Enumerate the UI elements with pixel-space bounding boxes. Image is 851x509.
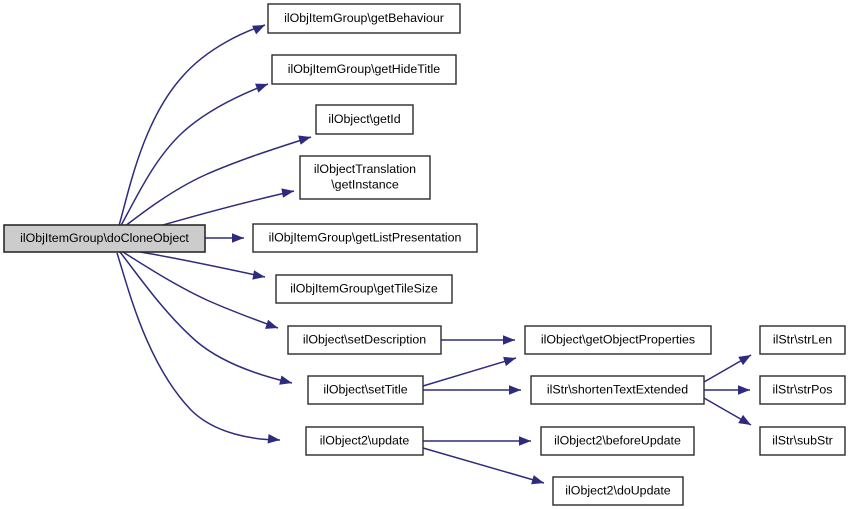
node-doUpdate[interactable]: ilObject2\doUpdate: [552, 476, 684, 506]
node-strPos[interactable]: ilStr\strPos: [759, 375, 846, 405]
edge-line: [139, 251, 266, 278]
node-label: ilObjItemGroup\getTileSize: [290, 281, 438, 295]
arrowhead-icon: [265, 319, 278, 329]
node-subStr[interactable]: ilStr\subStr: [759, 426, 846, 456]
edge-line: [422, 447, 545, 484]
node-box[interactable]: [305, 426, 424, 456]
node-label: ilStr\strLen: [773, 332, 832, 346]
arrowhead-icon: [738, 414, 751, 425]
arrowhead-icon: [519, 436, 531, 446]
node-getId[interactable]: ilObject\getId: [315, 104, 414, 135]
node-label: ilObject\setTitle: [323, 382, 407, 396]
node-getInstance[interactable]: ilObjectTranslation \getInstance: [299, 155, 431, 200]
node-box[interactable]: [287, 325, 442, 355]
node-box[interactable]: [3, 224, 206, 253]
nodes-layer: ilObjItemGroup\doCloneObject ilObjItemGro…: [3, 3, 846, 506]
arrowhead-icon: [503, 356, 516, 367]
edge-shortenTextExtended-to-subStr: [703, 397, 752, 426]
node-label: ilObject2\update: [320, 433, 410, 447]
node-label: ilObject\setDescription: [303, 332, 426, 346]
edge-root-to-update: [116, 252, 281, 444]
node-strLen[interactable]: ilStr\strLen: [759, 325, 846, 355]
arrowhead-icon: [738, 385, 750, 395]
edge-root-to-getTileSize: [139, 251, 266, 280]
node-getObjectProperties[interactable]: ilObject\getObjectProperties: [524, 325, 712, 355]
node-label: ilObjItemGroup\getHideTitle: [288, 62, 441, 76]
arrowhead-icon: [509, 385, 521, 395]
node-box[interactable]: [759, 426, 846, 456]
node-label: ilStr\subStr: [772, 433, 833, 447]
node-box[interactable]: [759, 325, 846, 355]
node-box[interactable]: [540, 426, 695, 456]
edge-root-to-getId: [119, 135, 312, 231]
arrowhead-icon: [738, 355, 751, 366]
edge-line: [117, 24, 266, 230]
node-box[interactable]: [759, 375, 846, 405]
node-box[interactable]: [552, 476, 684, 506]
edge-root-to-setDescription: [122, 251, 279, 329]
edge-root-to-getBehaviour: [117, 24, 266, 230]
edge-root-to-getHideTitle: [118, 83, 269, 230]
edge-root-to-getInstance: [155, 188, 295, 228]
arrowhead-icon: [267, 433, 280, 444]
edge-line: [119, 136, 312, 231]
edge-update-to-doUpdate: [422, 447, 545, 485]
edges-layer: [116, 24, 752, 485]
node-update[interactable]: ilObject2\update: [305, 426, 424, 456]
node-setTitle[interactable]: ilObject\setTitle: [307, 375, 424, 405]
node-beforeUpdate[interactable]: ilObject2\beforeUpdate: [540, 426, 695, 456]
edge-line: [422, 357, 517, 387]
node-root[interactable]: ilObjItemGroup\doCloneObject: [3, 224, 206, 253]
node-label: ilObjItemGroup\doCloneObject: [20, 231, 189, 245]
edge-line: [122, 251, 279, 329]
node-label: ilObject\getId: [328, 112, 400, 126]
node-label: ilStr\strPos: [773, 382, 833, 396]
arrowhead-icon: [531, 475, 544, 485]
node-getHideTitle[interactable]: ilObjItemGroup\getHideTitle: [271, 54, 457, 85]
node-label: ilObject2\doUpdate: [565, 483, 670, 497]
edge-line: [118, 83, 269, 230]
edge-shortenTextExtended-to-strPos: [704, 385, 750, 395]
node-box[interactable]: [524, 325, 712, 355]
arrowhead-icon: [232, 233, 244, 243]
arrowhead-icon: [252, 270, 265, 280]
node-getListPresentation[interactable]: ilObjItemGroup\getListPresentation: [252, 223, 478, 253]
arrowhead-icon: [279, 375, 292, 385]
edge-root-to-setTitle: [119, 251, 293, 385]
arrowhead-icon: [255, 83, 268, 93]
node-getBehaviour[interactable]: ilObjItemGroup\getBehaviour: [267, 3, 461, 34]
node-getTileSize[interactable]: ilObjItemGroup\getTileSize: [275, 274, 453, 304]
node-box[interactable]: [307, 375, 424, 405]
edge-line: [116, 252, 281, 441]
edge-shortenTextExtended-to-strLen: [703, 354, 752, 383]
node-setDescription[interactable]: ilObject\setDescription: [287, 325, 442, 355]
arrowhead-icon: [298, 135, 311, 145]
node-box[interactable]: [271, 54, 457, 85]
node-box[interactable]: [315, 104, 414, 135]
edge-update-to-beforeUpdate: [423, 436, 531, 446]
node-label: ilStr\shortenTextExtended: [547, 382, 688, 396]
node-box[interactable]: [252, 223, 478, 253]
node-label: ilObject\getObjectProperties: [541, 332, 695, 346]
node-label: ilObjItemGroup\getListPresentation: [269, 230, 462, 244]
node-box[interactable]: [275, 274, 453, 304]
arrowhead-icon: [281, 188, 294, 198]
edge-setDescription-to-getObjectProperties: [441, 335, 515, 345]
edge-line: [155, 190, 295, 228]
node-label: ilObjectTranslation: [314, 162, 416, 176]
node-box[interactable]: [299, 155, 431, 200]
node-box[interactable]: [267, 3, 461, 34]
node-label: \getInstance: [331, 178, 399, 192]
arrowhead-icon: [252, 25, 265, 35]
node-label: ilObject2\beforeUpdate: [554, 433, 681, 447]
edge-setTitle-to-shortenTextExtended: [423, 385, 521, 395]
edge-line: [119, 251, 293, 384]
edge-root-to-getListPresentation: [205, 233, 244, 243]
node-box[interactable]: [530, 375, 705, 405]
node-shortenTextExtended[interactable]: ilStr\shortenTextExtended: [530, 375, 705, 405]
edge-setTitle-to-getObjectProperties: [422, 356, 517, 387]
node-label: ilObjItemGroup\getBehaviour: [284, 11, 444, 25]
arrowhead-icon: [503, 335, 515, 345]
